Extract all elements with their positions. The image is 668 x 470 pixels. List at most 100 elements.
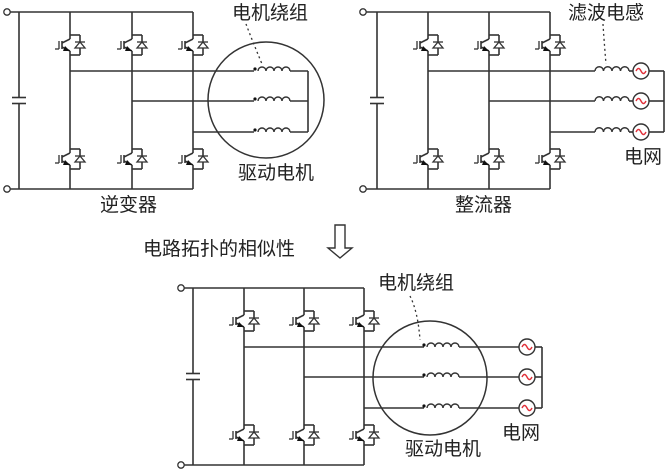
- wire: [235, 314, 245, 320]
- diode-icon: [135, 154, 149, 163]
- wire: [419, 152, 429, 158]
- emitter-arrow: [237, 436, 244, 441]
- terminal-icon: [359, 185, 367, 193]
- emitter-arrow: [297, 322, 304, 327]
- emitter-arrow: [186, 160, 193, 165]
- diode-icon: [492, 40, 506, 49]
- wire: [235, 428, 245, 434]
- emitter-arrow: [357, 436, 364, 441]
- igbt-switch: [229, 421, 261, 449]
- sine-wave: [521, 373, 533, 381]
- ac-source-icon: [518, 399, 536, 417]
- emitter-arrow: [357, 322, 364, 327]
- ac-source-icon: [632, 92, 650, 110]
- sine-wave: [635, 67, 647, 75]
- diode-icon: [431, 154, 445, 163]
- wire: [61, 38, 71, 44]
- motor-housing: [207, 41, 325, 159]
- emitter-arrow: [125, 46, 132, 51]
- wire: [480, 38, 490, 44]
- diode-icon: [307, 316, 321, 325]
- combined-circuit: [177, 284, 543, 469]
- igbt-switch: [117, 31, 149, 59]
- emitter-arrow: [482, 46, 489, 51]
- sine-wave: [635, 97, 647, 105]
- wire: [295, 314, 305, 320]
- diode-icon: [553, 40, 567, 49]
- wire: [541, 38, 551, 44]
- filter-inductor: [594, 96, 630, 102]
- filter-inductor: [594, 127, 630, 133]
- leader-line: [409, 295, 421, 341]
- diode-icon: [73, 40, 87, 49]
- motor-winding: [426, 372, 460, 378]
- igbt-switch: [413, 31, 445, 59]
- igbt-switch: [55, 31, 87, 59]
- igbt-switch: [349, 421, 381, 449]
- igbt-switch: [474, 31, 506, 59]
- diode-icon: [247, 316, 261, 325]
- igbt-switch: [413, 145, 445, 173]
- dc-link-capacitor: [12, 12, 26, 189]
- emitter-arrow: [421, 160, 428, 165]
- motor-winding: [426, 342, 460, 348]
- emitter-arrow: [543, 46, 550, 51]
- wire: [355, 428, 365, 434]
- motor-winding: [257, 127, 291, 133]
- wire: [419, 38, 429, 44]
- ac-source-icon: [632, 123, 650, 141]
- inverter-winding-label: 电机绕组: [232, 2, 309, 24]
- wire: [61, 152, 71, 158]
- inverter-circuit: [3, 8, 325, 193]
- combined-motor-label: 驱动电机: [405, 438, 482, 460]
- emitter-arrow: [482, 160, 489, 165]
- polarity-dot: [422, 343, 426, 347]
- wire: [123, 38, 133, 44]
- diode-icon: [492, 154, 506, 163]
- wire: [123, 152, 133, 158]
- ac-source-icon: [518, 338, 536, 356]
- sine-wave: [635, 128, 647, 136]
- bridge-leg: [178, 12, 210, 189]
- emitter-arrow: [186, 46, 193, 51]
- sine-wave: [521, 404, 533, 412]
- bridge-leg: [289, 288, 321, 465]
- polarity-dot: [422, 404, 426, 408]
- diode-icon: [73, 154, 87, 163]
- wire: [355, 314, 365, 320]
- filter-inductor: [594, 66, 630, 72]
- wire: [184, 152, 194, 158]
- rectifier-title: 整流器: [455, 194, 513, 216]
- inverter-motor-label: 驱动电机: [238, 162, 315, 184]
- wire: [295, 428, 305, 434]
- motor-winding: [426, 403, 460, 409]
- wire: [480, 152, 490, 158]
- similarity-label: 电路拓扑的相似性: [143, 238, 296, 260]
- bridge-leg: [229, 288, 261, 465]
- wire: [184, 38, 194, 44]
- igbt-switch: [289, 421, 321, 449]
- combined-winding-label: 电机绕组: [378, 272, 455, 294]
- inverter-title: 逆变器: [100, 194, 158, 216]
- emitter-arrow: [63, 46, 70, 51]
- motor-winding: [257, 96, 291, 102]
- igbt-switch: [178, 145, 210, 173]
- dc-link-capacitor: [370, 12, 384, 189]
- igbt-switch: [289, 307, 321, 335]
- diode-icon: [367, 316, 381, 325]
- diode-icon: [553, 154, 567, 163]
- diode-icon: [135, 40, 149, 49]
- terminal-icon: [359, 8, 367, 16]
- bridge-leg: [117, 12, 149, 189]
- terminal-icon: [177, 284, 185, 292]
- ac-source-icon: [518, 368, 536, 386]
- motor-housing: [372, 320, 488, 436]
- igbt-switch: [349, 307, 381, 335]
- igbt-switch: [178, 31, 210, 59]
- bridge-leg: [535, 12, 567, 189]
- wire: [541, 152, 551, 158]
- polarity-dot: [253, 97, 257, 101]
- polarity-dot: [253, 67, 257, 71]
- sine-wave: [521, 343, 533, 351]
- emitter-arrow: [543, 160, 550, 165]
